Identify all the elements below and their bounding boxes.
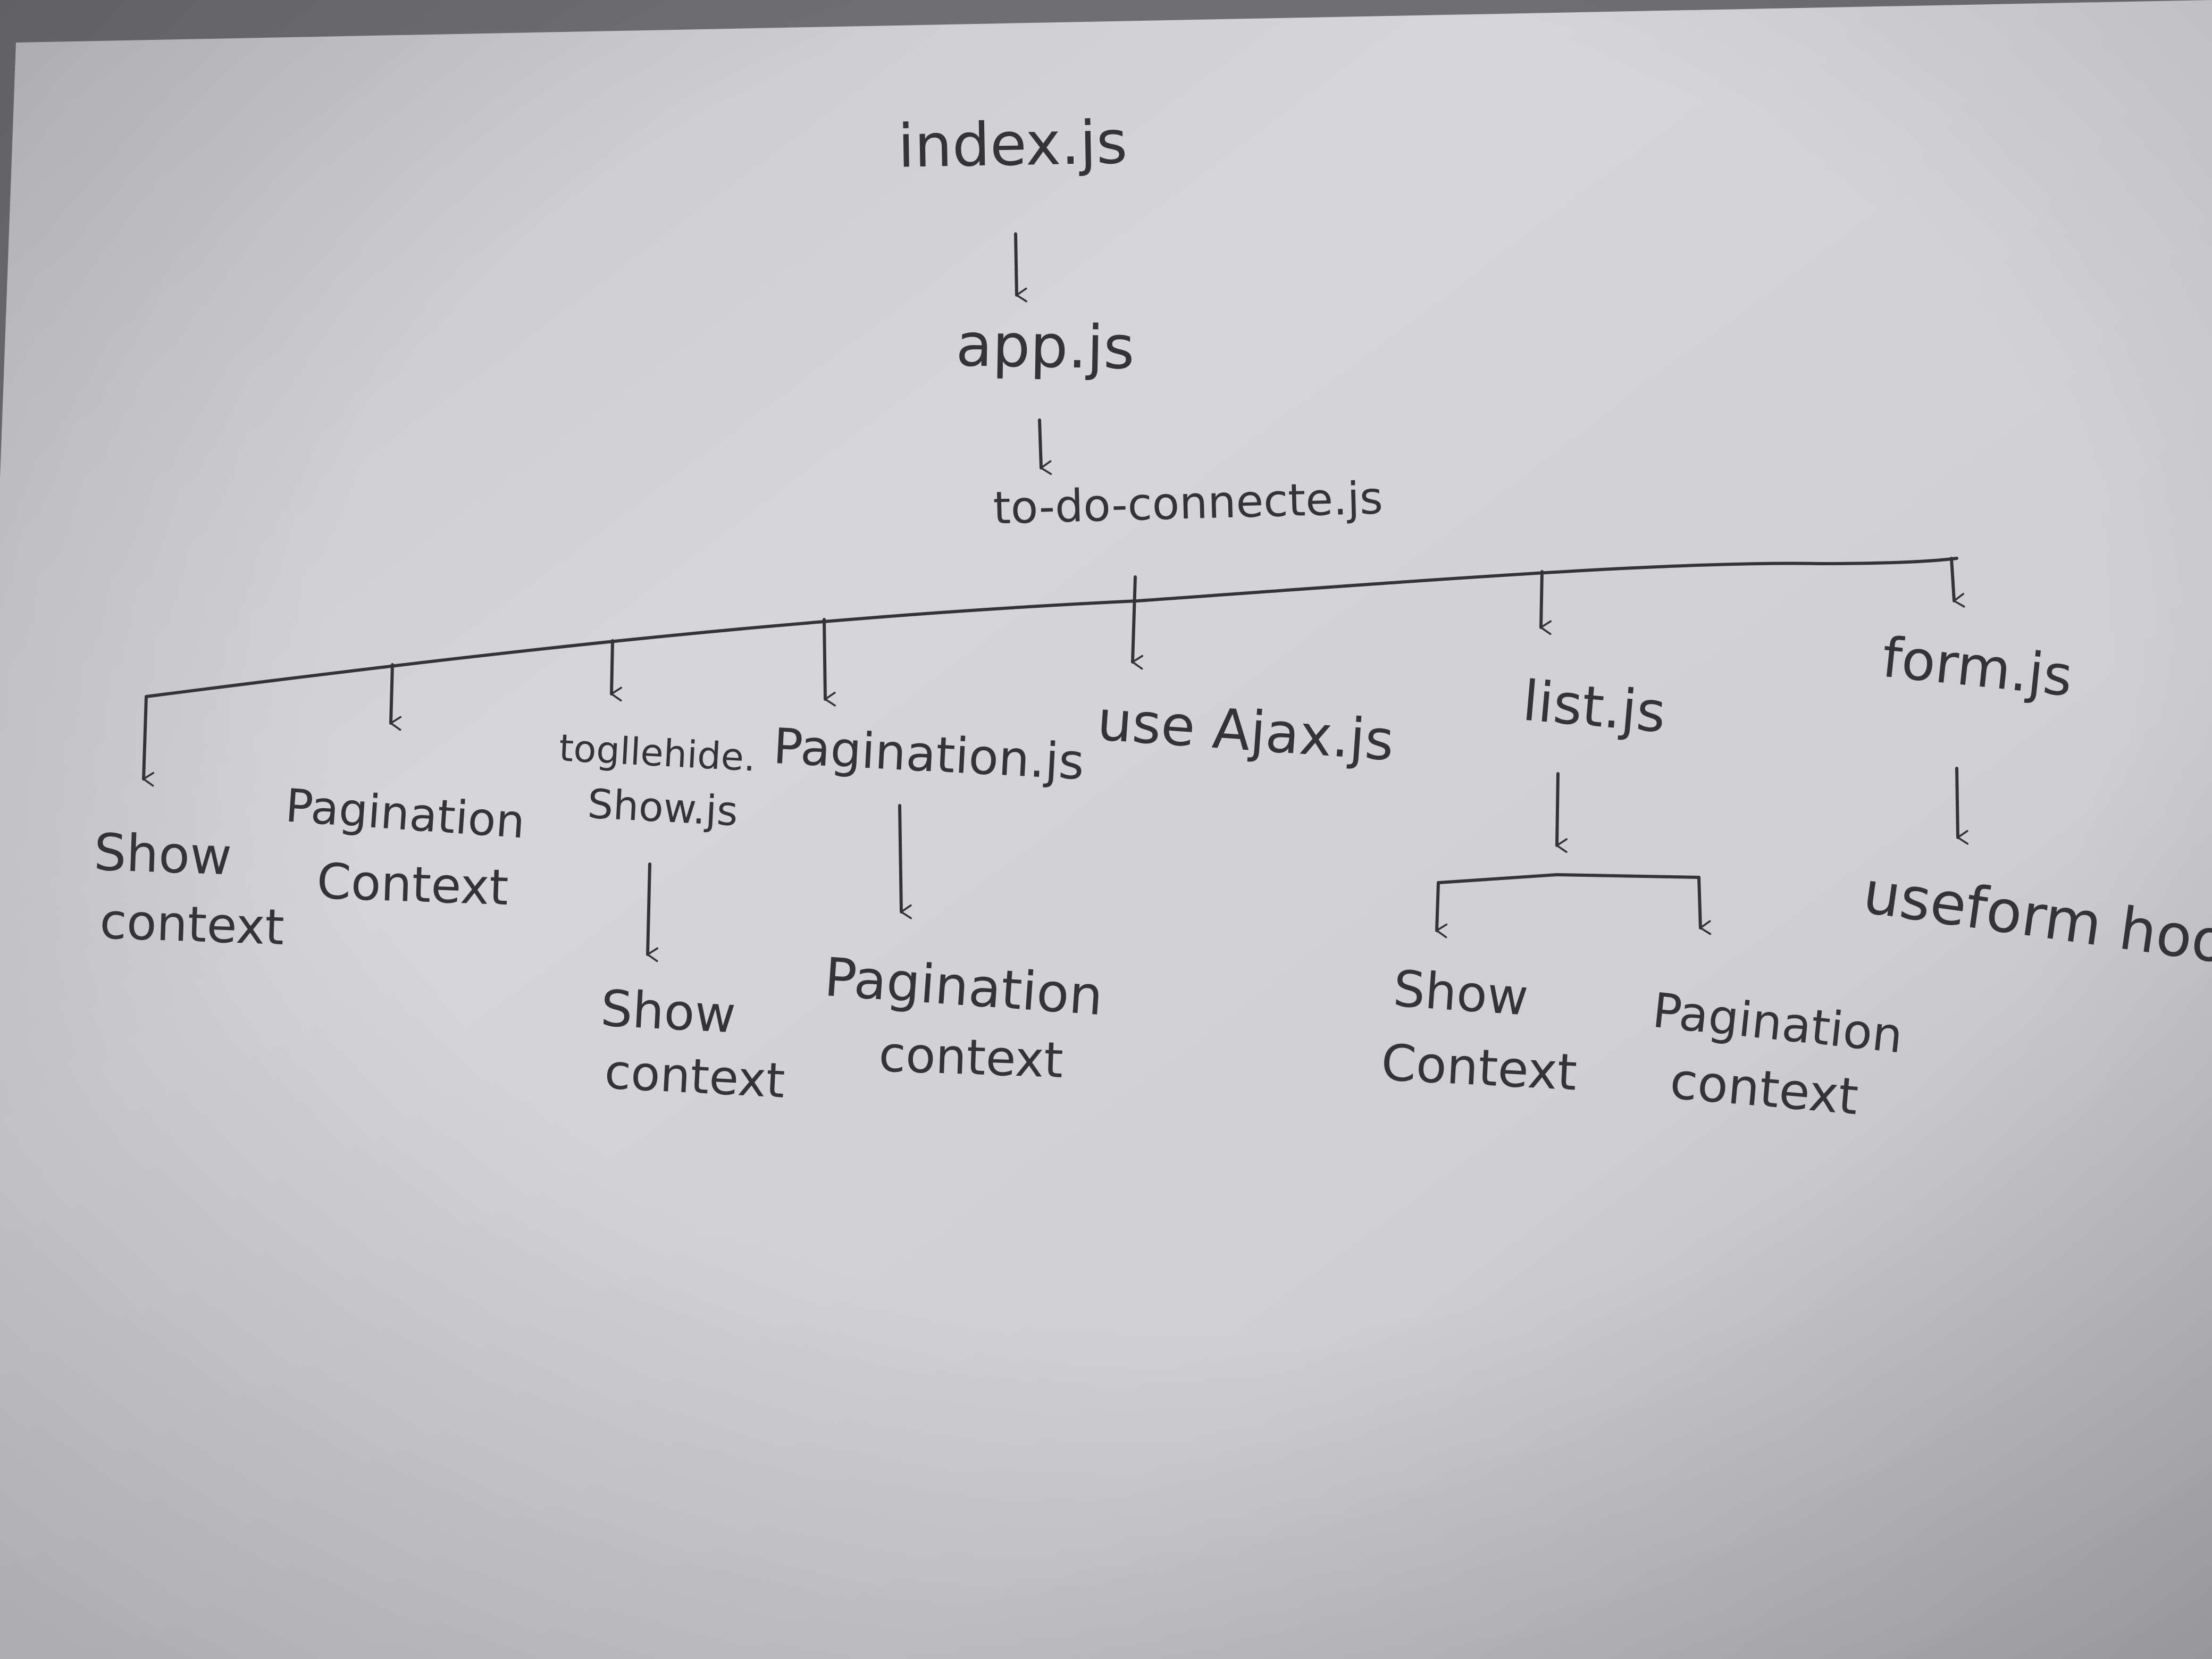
- arrow-pagination-to-context: [898, 804, 912, 919]
- arrow-to-pagination-js: [823, 618, 836, 707]
- arrow-to-pagination-context: [389, 663, 402, 731]
- node-toggle-hide-show-line1: togllehide.: [558, 726, 757, 780]
- node-list-child-show-line1: Show: [1392, 960, 1530, 1027]
- arrow-toggle-to-show-context: [646, 862, 659, 962]
- branch-line-list: [1437, 873, 1700, 884]
- arrow-form-to-useform: [1955, 767, 1968, 845]
- node-list-child-show-line2: Context: [1380, 1034, 1578, 1102]
- arrow-to-list-js: [1539, 570, 1552, 635]
- node-toggle-child-show-line1: Show: [599, 979, 737, 1044]
- arrow-list-to-show-context: [1435, 881, 1448, 939]
- node-show-context-line1: Show: [93, 823, 233, 887]
- arrow-list-to-pagination-context: [1697, 876, 1712, 935]
- node-toggle-child-context-line2: context: [603, 1044, 786, 1109]
- arrow-list-down: [1555, 772, 1568, 853]
- node-index-js: index.js: [897, 108, 1128, 181]
- node-to-do-connecte-js: to-do-connecte.js: [993, 472, 1384, 534]
- arrow-app-to-connector: [1038, 418, 1052, 475]
- node-toggle-hide-show-line2: Show.js: [586, 780, 739, 835]
- arrow-to-toggle-hide-show: [610, 639, 623, 702]
- arrow-to-use-ajax: [1131, 575, 1144, 670]
- branch-line-main: [145, 557, 1958, 698]
- node-app-js: app.js: [956, 311, 1135, 383]
- node-pagination-child-line2: context: [878, 1026, 1064, 1089]
- node-show-context-line2: context: [99, 893, 285, 956]
- node-pagination-context-line2: Context: [316, 853, 509, 917]
- node-list-js: list.js: [1520, 668, 1669, 745]
- arrow-index-to-app: [1014, 232, 1028, 303]
- arrow-to-form-js: [1950, 557, 1965, 608]
- arrow-to-show-context: [142, 695, 155, 787]
